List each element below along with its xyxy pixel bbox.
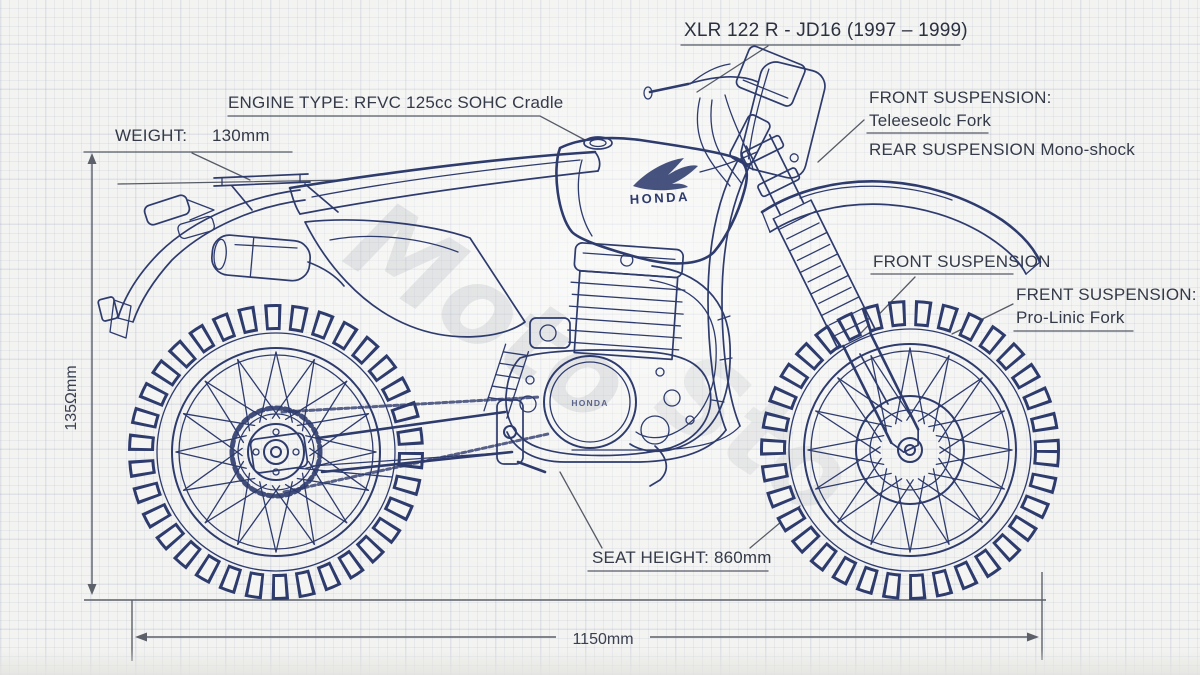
page-bottom-fade (0, 649, 1200, 675)
front-wheel (760, 300, 1060, 600)
front-fender (760, 180, 1042, 264)
front-suspension-fork-value: Pro-Linic Fork (1016, 308, 1125, 327)
callouts: XLR 122 R - JD16 (1997 – 1999) ENGINE TY… (83, 20, 1197, 572)
motorcycle-drawing: HONDA HONDA (97, 45, 1060, 600)
dim-arrow-up (87, 153, 97, 164)
honda-wing-logo (633, 158, 698, 191)
handlebar (643, 63, 759, 187)
dim-arrow-right (1027, 632, 1039, 642)
front-spokes (807, 347, 1013, 553)
seat (288, 150, 601, 215)
dim-arrow-left (135, 632, 147, 642)
weight-label: WEIGHT: (115, 126, 187, 145)
front-fork (741, 133, 920, 454)
rear-shock (483, 343, 530, 419)
seat-height-label: SEAT HEIGHT: 860mm (592, 548, 772, 567)
rear-spokes (175, 351, 377, 553)
dim-arrow-down (87, 584, 97, 595)
engine: HONDA (505, 242, 733, 487)
rear-wheel (128, 304, 424, 600)
headlight (740, 61, 826, 179)
front-suspension-label: FRONT SUSPENSION: (869, 88, 1052, 107)
engine-type-label: ENGINE TYPE: RFVC 125cc SOHC Cradle (228, 93, 563, 112)
front-suspension-fork-label: FRENT SUSPENSION: (1016, 285, 1197, 304)
swingarm (249, 395, 550, 494)
weight-value: 130mm (212, 126, 270, 145)
front-suspension-wheel-label: FRONT SUSPENSION (873, 252, 1051, 271)
front-suspension-value: Teleeseolc Fork (869, 111, 991, 130)
headlight-visor (735, 45, 806, 107)
height-dimension-text: 135Ωmm (63, 365, 80, 430)
model-title: XLR 122 R - JD16 (1997 – 1999) (684, 20, 968, 41)
tank-logo-text: HONDA (629, 189, 690, 207)
engine-logo-text: HONDA (571, 398, 608, 408)
front-end (643, 45, 1042, 454)
fuel-tank: HONDA (555, 136, 749, 265)
length-dimension-text: 1150mm (572, 631, 633, 648)
rear-suspension-label: REAR SUSPENSION Mono-shock (869, 140, 1135, 159)
watermark-text-a: Moto (326, 177, 652, 449)
muffler (211, 234, 311, 282)
